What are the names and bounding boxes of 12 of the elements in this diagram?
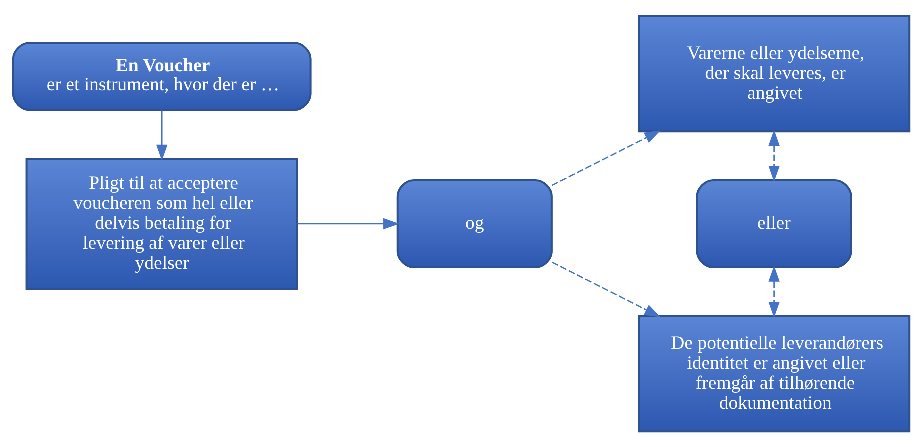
arrow — [768, 265, 780, 318]
node-box: En Voucher er et instrument, hvor der er … — [12, 42, 312, 111]
node-box: De potentielle leverandørers identitet er angivet eller fremgår af tilhørende dokumentation — [638, 314, 911, 432]
arrow — [156, 110, 168, 160]
arrow — [552, 130, 661, 186]
arrow — [552, 261, 661, 317]
node-box: og — [396, 178, 553, 268]
arrow — [768, 129, 780, 182]
node-box: Pligt til at acceptere voucheren som hel eller delvis betaling for levering af varer eller ydelser — [26, 158, 298, 290]
node-box: Varerne eller ydelserne, der skal leveres, er angivet — [638, 14, 911, 132]
arrow — [298, 218, 400, 230]
node-box: eller — [696, 178, 852, 268]
